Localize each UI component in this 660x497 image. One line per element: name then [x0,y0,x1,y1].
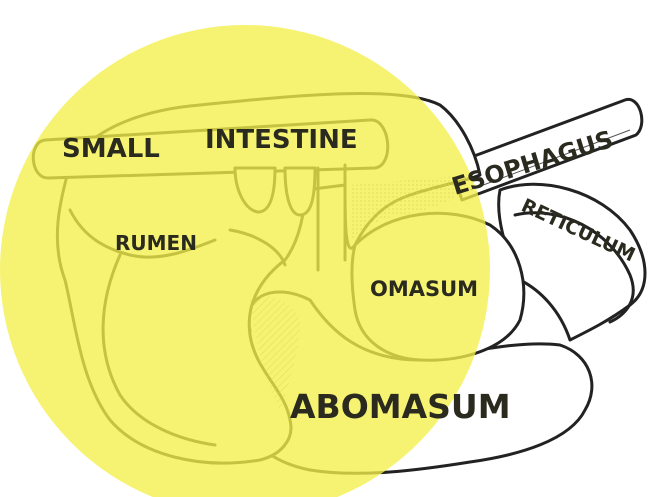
label-intestine: INTESTINE [205,125,358,155]
highlight-circle [0,25,490,497]
label-omasum: OMASUM [370,277,478,301]
label-rumen: RUMEN [115,231,197,255]
label-small: SMALL [62,134,160,164]
label-abomasum: ABOMASUM [290,387,511,426]
